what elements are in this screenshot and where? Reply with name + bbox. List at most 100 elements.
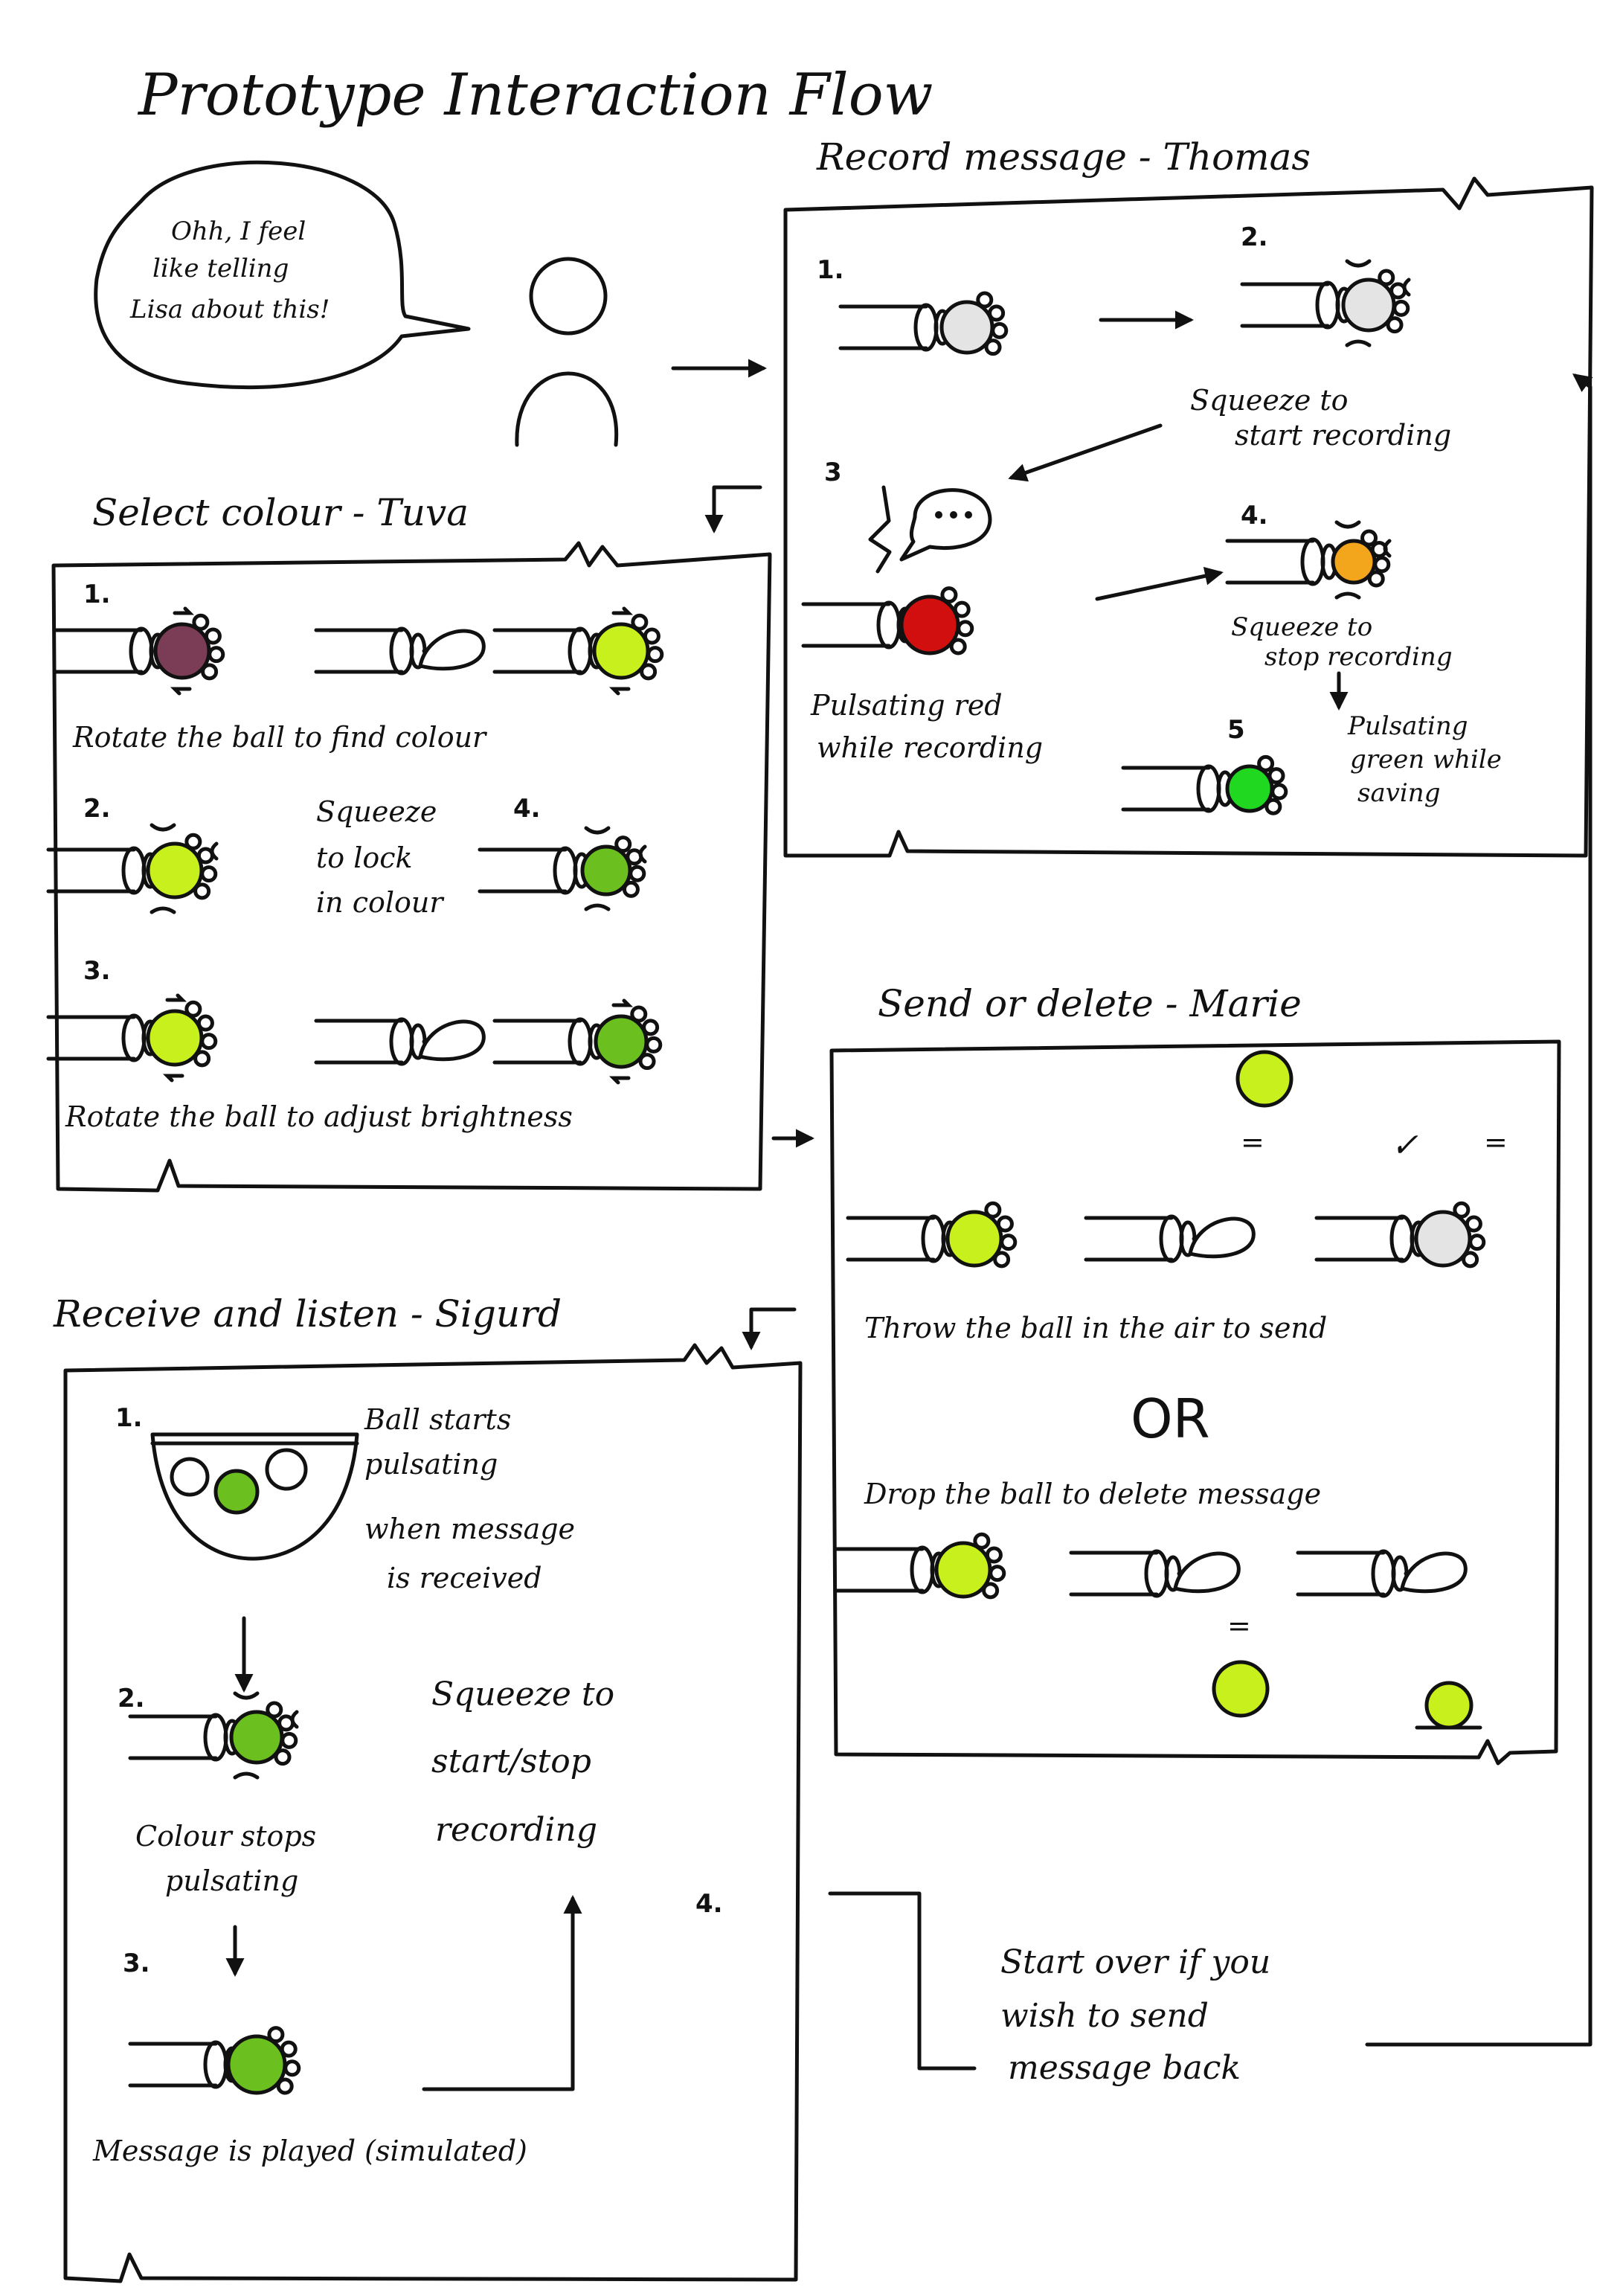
record-caption-squeeze-start-1: Squeeze to — [1190, 384, 1349, 417]
send-or-label: OR — [1131, 1388, 1210, 1450]
squeeze-marks-icon — [584, 826, 647, 911]
speech-bubble-line-3: Lisa about this! — [130, 295, 330, 324]
ball-sel-1a — [153, 622, 211, 680]
record-step-3: 3 — [824, 458, 842, 487]
squeeze-marks-icon — [1334, 520, 1392, 600]
rotate-arrows-icon — [608, 998, 634, 1085]
fingers-icon — [1257, 754, 1288, 815]
fingers-icon — [1453, 1201, 1486, 1269]
record-heading: Record message - Thomas — [817, 135, 1311, 179]
tube-send-drop-3 — [1296, 1549, 1419, 1598]
ball-recv-3 — [226, 2034, 287, 2095]
ball-send-drop-1 — [934, 1541, 992, 1599]
ball-recv-2 — [229, 1710, 284, 1765]
rotate-arrows-icon — [162, 993, 187, 1083]
send-caption-drop: Drop the ball to delete message — [864, 1478, 1322, 1510]
ball-dropped-falling — [1212, 1660, 1270, 1718]
fingers-icon — [631, 613, 664, 681]
ball-send-throw-1 — [945, 1210, 1003, 1268]
hand-icon-sel-3b — [418, 1019, 486, 1062]
receive-step-2: 2. — [118, 1684, 145, 1713]
ball-sel-3a — [146, 1009, 204, 1067]
receive-caption-squeeze-2: start/stop — [431, 1742, 591, 1780]
record-caption-pulsating-red-1: Pulsating red — [811, 689, 1003, 722]
squeeze-marks-icon — [233, 1691, 299, 1780]
page-title: Prototype Interaction Flow — [138, 62, 933, 129]
receive-heading: Receive and listen - Sigurd — [54, 1292, 562, 1335]
receive-caption-colour-stops-2: pulsating — [165, 1864, 299, 1897]
receive-caption-ball-starts-1: Ball starts — [364, 1403, 512, 1436]
record-caption-pulsating-green-3: saving — [1357, 778, 1441, 808]
ball-rec-3 — [899, 594, 960, 655]
select-caption-squeeze-lock-3: in colour — [316, 886, 443, 919]
send-equals-3: = — [1227, 1609, 1251, 1642]
select-caption-rotate-adjust: Rotate the ball to adjust brightness — [65, 1100, 573, 1133]
select-step-4: 4. — [513, 794, 541, 824]
send-equals-2: = — [1484, 1126, 1508, 1158]
ball-dropped-ground — [1424, 1681, 1473, 1730]
arrow-record-to-select — [704, 485, 762, 533]
record-caption-squeeze-stop-1: Squeeze to — [1231, 612, 1373, 642]
send-caption-throw: Throw the ball in the air to send — [864, 1312, 1328, 1344]
fingers-icon — [940, 586, 974, 655]
hand-icon-sel-1b — [418, 629, 486, 671]
receive-caption-ball-starts-4: is received — [387, 1562, 542, 1594]
select-caption-squeeze-lock-1: Squeeze — [316, 795, 437, 828]
bowl-ball-white-1 — [170, 1457, 210, 1497]
tube-sel-1b — [314, 626, 437, 676]
fingers-icon — [266, 1701, 298, 1766]
hand-icon-send-drop-2 — [1173, 1551, 1241, 1594]
start-over-line-2: wish to send — [1000, 1997, 1209, 2035]
record-caption-squeeze-start-2: start recording — [1235, 419, 1452, 452]
record-step-2: 2. — [1241, 222, 1268, 252]
select-step-2: 2. — [83, 794, 111, 824]
start-over-line-3: message back — [1008, 2049, 1241, 2087]
start-over-line-1: Start over if you — [1000, 1943, 1271, 1981]
sound-lines-icon — [868, 485, 892, 574]
record-caption-pulsating-green-2: green while — [1350, 745, 1502, 775]
arrow-rec-2-3 — [1008, 423, 1163, 482]
tube-sel-3b — [314, 1017, 437, 1066]
squeeze-marks-icon — [150, 823, 219, 914]
hand-icon-send-throw-2 — [1188, 1216, 1256, 1259]
receive-caption-ball-starts-2: pulsating — [364, 1448, 498, 1481]
send-panel-frame — [829, 1039, 1561, 1766]
select-step-3: 3. — [83, 956, 111, 986]
fingers-icon — [984, 1201, 1018, 1269]
select-caption-rotate-find: Rotate the ball to find colour — [73, 721, 486, 754]
receive-step-4: 4. — [695, 1889, 723, 1919]
rotate-arrows-icon — [608, 606, 634, 696]
fingers-icon — [192, 613, 225, 681]
fingers-icon — [973, 1532, 1006, 1600]
tube-send-drop-2 — [1069, 1549, 1192, 1598]
tube-recv-2 — [128, 1713, 251, 1762]
arrow-startover-loop — [1365, 373, 1593, 2047]
send-check-icon: ✓ — [1391, 1126, 1418, 1164]
receive-step-3: 3. — [123, 1949, 150, 1978]
record-step-5: 5 — [1227, 715, 1245, 745]
receive-panel-frame — [63, 1343, 803, 2283]
select-heading: Select colour - Tuva — [92, 491, 469, 534]
rotate-arrows-icon — [170, 606, 195, 696]
ball-rec-1 — [939, 300, 994, 355]
record-caption-squeeze-stop-2: stop recording — [1264, 642, 1453, 672]
select-panel-frame — [51, 541, 772, 1193]
receive-caption-played: Message is played (simulated) — [93, 2135, 527, 2167]
receive-caption-colour-stops-1: Colour stops — [135, 1820, 317, 1853]
ball-in-bowl — [213, 1469, 260, 1515]
receive-step-1: 1. — [115, 1403, 143, 1433]
fingers-icon — [267, 2026, 301, 2095]
record-caption-pulsating-green-1: Pulsating — [1348, 711, 1468, 741]
tube-send-throw-2 — [1084, 1214, 1207, 1263]
speech-bubble-line-1: Ohh, I feel — [171, 217, 306, 246]
receive-caption-squeeze-1: Squeeze to — [431, 1675, 615, 1713]
ball-sel-2 — [146, 841, 204, 900]
bowl-ball-white-2 — [265, 1448, 308, 1491]
fingers-icon — [976, 291, 1009, 356]
speech-bubble — [94, 160, 471, 390]
fingers-icon — [184, 833, 218, 900]
receive-caption-squeeze-3: recording — [435, 1811, 597, 1849]
ball-thrown-air — [1235, 1050, 1293, 1108]
ball-send-throw-3 — [1414, 1210, 1472, 1268]
